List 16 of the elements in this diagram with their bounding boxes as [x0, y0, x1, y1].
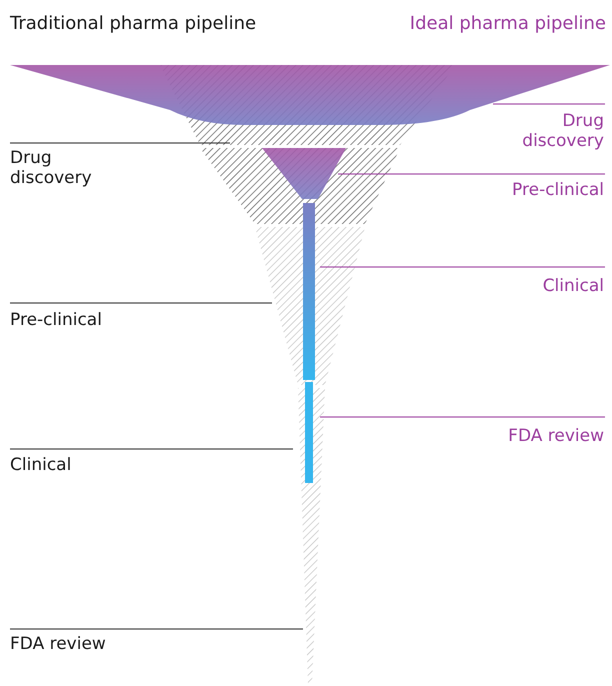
leader-line — [10, 628, 304, 630]
stage-label: Drug discovery — [484, 111, 604, 151]
stage-label: Pre-clinical — [444, 180, 604, 200]
stage-label: FDA review — [10, 634, 170, 654]
leader-line — [320, 266, 606, 268]
stage-label: Clinical — [10, 455, 170, 475]
stage-label: Pre-clinical — [10, 310, 170, 330]
leader-line — [10, 142, 230, 144]
stage-label: Drug discovery — [10, 148, 120, 188]
leader-line — [320, 416, 606, 418]
leader-line — [10, 448, 294, 450]
column-heading: Traditional pharma pipeline — [10, 14, 256, 34]
column-heading: Ideal pharma pipeline — [410, 14, 606, 34]
leader-line — [10, 302, 272, 304]
stage-label: Clinical — [444, 276, 604, 296]
stage-label: FDA review — [444, 426, 604, 446]
